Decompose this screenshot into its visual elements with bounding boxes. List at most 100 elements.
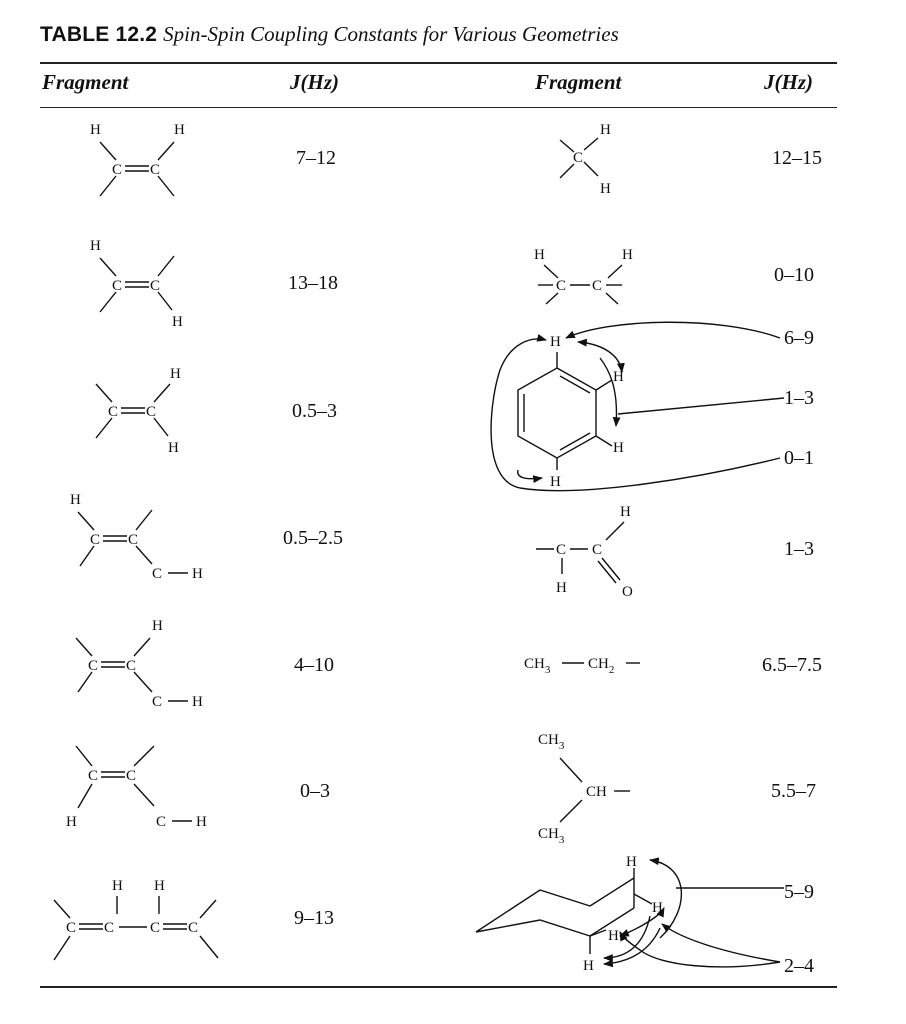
atom-ch3: CH3: [538, 732, 565, 752]
header-fragment-left: Fragment: [42, 70, 129, 94]
atom-ch3: CH3: [524, 656, 551, 676]
atom-c: C: [150, 920, 160, 936]
atom-c: C: [112, 278, 122, 294]
atom-c: C: [88, 658, 98, 674]
j-value-cyclohexane-axial: 5–9: [784, 881, 814, 903]
bottom-rule: [40, 986, 837, 988]
j-value-benzene-meta: 1–3: [784, 387, 814, 409]
atom-c: C: [573, 150, 583, 166]
atom-h: H: [70, 492, 81, 508]
atom-h: H: [168, 440, 179, 456]
atom-h: H: [613, 440, 624, 456]
fragment-trans-alkene: H C C H: [90, 238, 183, 330]
header-j-right: J(Hz): [764, 70, 813, 94]
atom-c: C: [66, 920, 76, 936]
atom-c: C: [128, 532, 138, 548]
fragment-cyclohexane: H H H H: [475, 854, 784, 974]
atom-h: H: [583, 958, 594, 974]
atom-h: H: [600, 181, 611, 197]
atom-h: H: [608, 928, 619, 944]
table-number: TABLE 12.2: [40, 23, 158, 46]
atom-h: H: [170, 366, 181, 382]
j-value-left-1: 7–12: [296, 147, 336, 169]
atom-h: H: [613, 369, 624, 385]
header-rule: [40, 107, 837, 108]
atom-c: C: [104, 920, 114, 936]
j-value-left-3: 0.5–3: [292, 400, 337, 422]
atom-h: H: [550, 334, 561, 350]
fragment-benzene: H H H H: [490, 321, 785, 492]
atom-c: C: [156, 814, 166, 830]
fragment-isopropyl: CH3 CH CH3: [538, 732, 630, 846]
atom-c: C: [150, 278, 160, 294]
j-value-right-6: 5.5–7: [771, 780, 816, 802]
atom-h: H: [626, 854, 637, 870]
atom-h: H: [174, 122, 185, 138]
top-rule: [40, 62, 837, 64]
atom-c: C: [88, 768, 98, 784]
j-value-benzene-para: 0–1: [784, 447, 814, 469]
fragment-diene: H H C C C C: [53, 878, 219, 961]
atom-c: C: [126, 658, 136, 674]
j-value-cyclohexane-other: 2–4: [784, 955, 814, 977]
fragment-allylic-3: C C H C H: [66, 745, 207, 830]
atom-h: H: [600, 122, 611, 138]
fragment-aldehyde: H C C H O: [536, 504, 633, 600]
atom-h: H: [192, 694, 203, 710]
atom-c: C: [126, 768, 136, 784]
fragment-cis-alkene: H H C C: [90, 122, 185, 197]
fragment-geminal-alkene: H C C H: [95, 366, 181, 456]
atom-h: H: [90, 122, 101, 138]
atom-c: C: [90, 532, 100, 548]
atom-h: H: [152, 618, 163, 634]
j-value-left-5: 4–10: [294, 654, 334, 676]
atom-h: H: [66, 814, 77, 830]
atom-h: H: [112, 878, 123, 894]
atom-c: C: [146, 404, 156, 420]
j-value-right-4: 1–3: [784, 538, 814, 560]
atom-h: H: [154, 878, 165, 894]
atom-c: C: [152, 694, 162, 710]
atom-h: H: [622, 247, 633, 263]
atom-c: C: [188, 920, 198, 936]
atom-c: C: [108, 404, 118, 420]
j-value-right-2: 0–10: [774, 264, 814, 286]
atom-h: H: [196, 814, 207, 830]
fragment-ethyl: CH3 CH2: [524, 656, 640, 676]
fragment-vicinal-sp3: H H C C: [534, 247, 633, 305]
atom-o: O: [622, 584, 633, 600]
j-value-left-2: 13–18: [288, 272, 338, 294]
j-value-left-7: 9–13: [294, 907, 334, 929]
atom-c: C: [556, 278, 566, 294]
atom-h: H: [550, 474, 561, 490]
atom-c: C: [150, 162, 160, 178]
atom-c: C: [556, 542, 566, 558]
atom-h: H: [192, 566, 203, 582]
atom-h: H: [90, 238, 101, 254]
atom-ch: CH: [586, 784, 607, 800]
atom-h: H: [556, 580, 567, 596]
atom-h: H: [620, 504, 631, 520]
j-value-right-5: 6.5–7.5: [762, 654, 822, 676]
header-fragment-right: Fragment: [535, 70, 622, 94]
atom-h: H: [172, 314, 183, 330]
fragment-allylic-1: H C C C H: [70, 492, 203, 582]
atom-c: C: [592, 542, 602, 558]
atom-ch3: CH3: [538, 826, 565, 846]
table-title: Spin-Spin Coupling Constants for Various…: [163, 22, 619, 46]
j-value-left-6: 0–3: [300, 780, 330, 802]
header-j-left: J(Hz): [290, 70, 339, 94]
atom-c: C: [152, 566, 162, 582]
atom-c: C: [112, 162, 122, 178]
fragment-geminal-sp3: H C H: [559, 122, 611, 197]
atom-c: C: [592, 278, 602, 294]
atom-ch2: CH2: [588, 656, 614, 676]
fragment-allylic-2: H C C C H: [75, 618, 203, 710]
atom-h: H: [652, 900, 663, 916]
j-value-right-1: 12–15: [772, 147, 822, 169]
atom-h: H: [534, 247, 545, 263]
j-value-left-4: 0.5–2.5: [283, 527, 343, 549]
j-value-benzene-ortho: 6–9: [784, 327, 814, 349]
